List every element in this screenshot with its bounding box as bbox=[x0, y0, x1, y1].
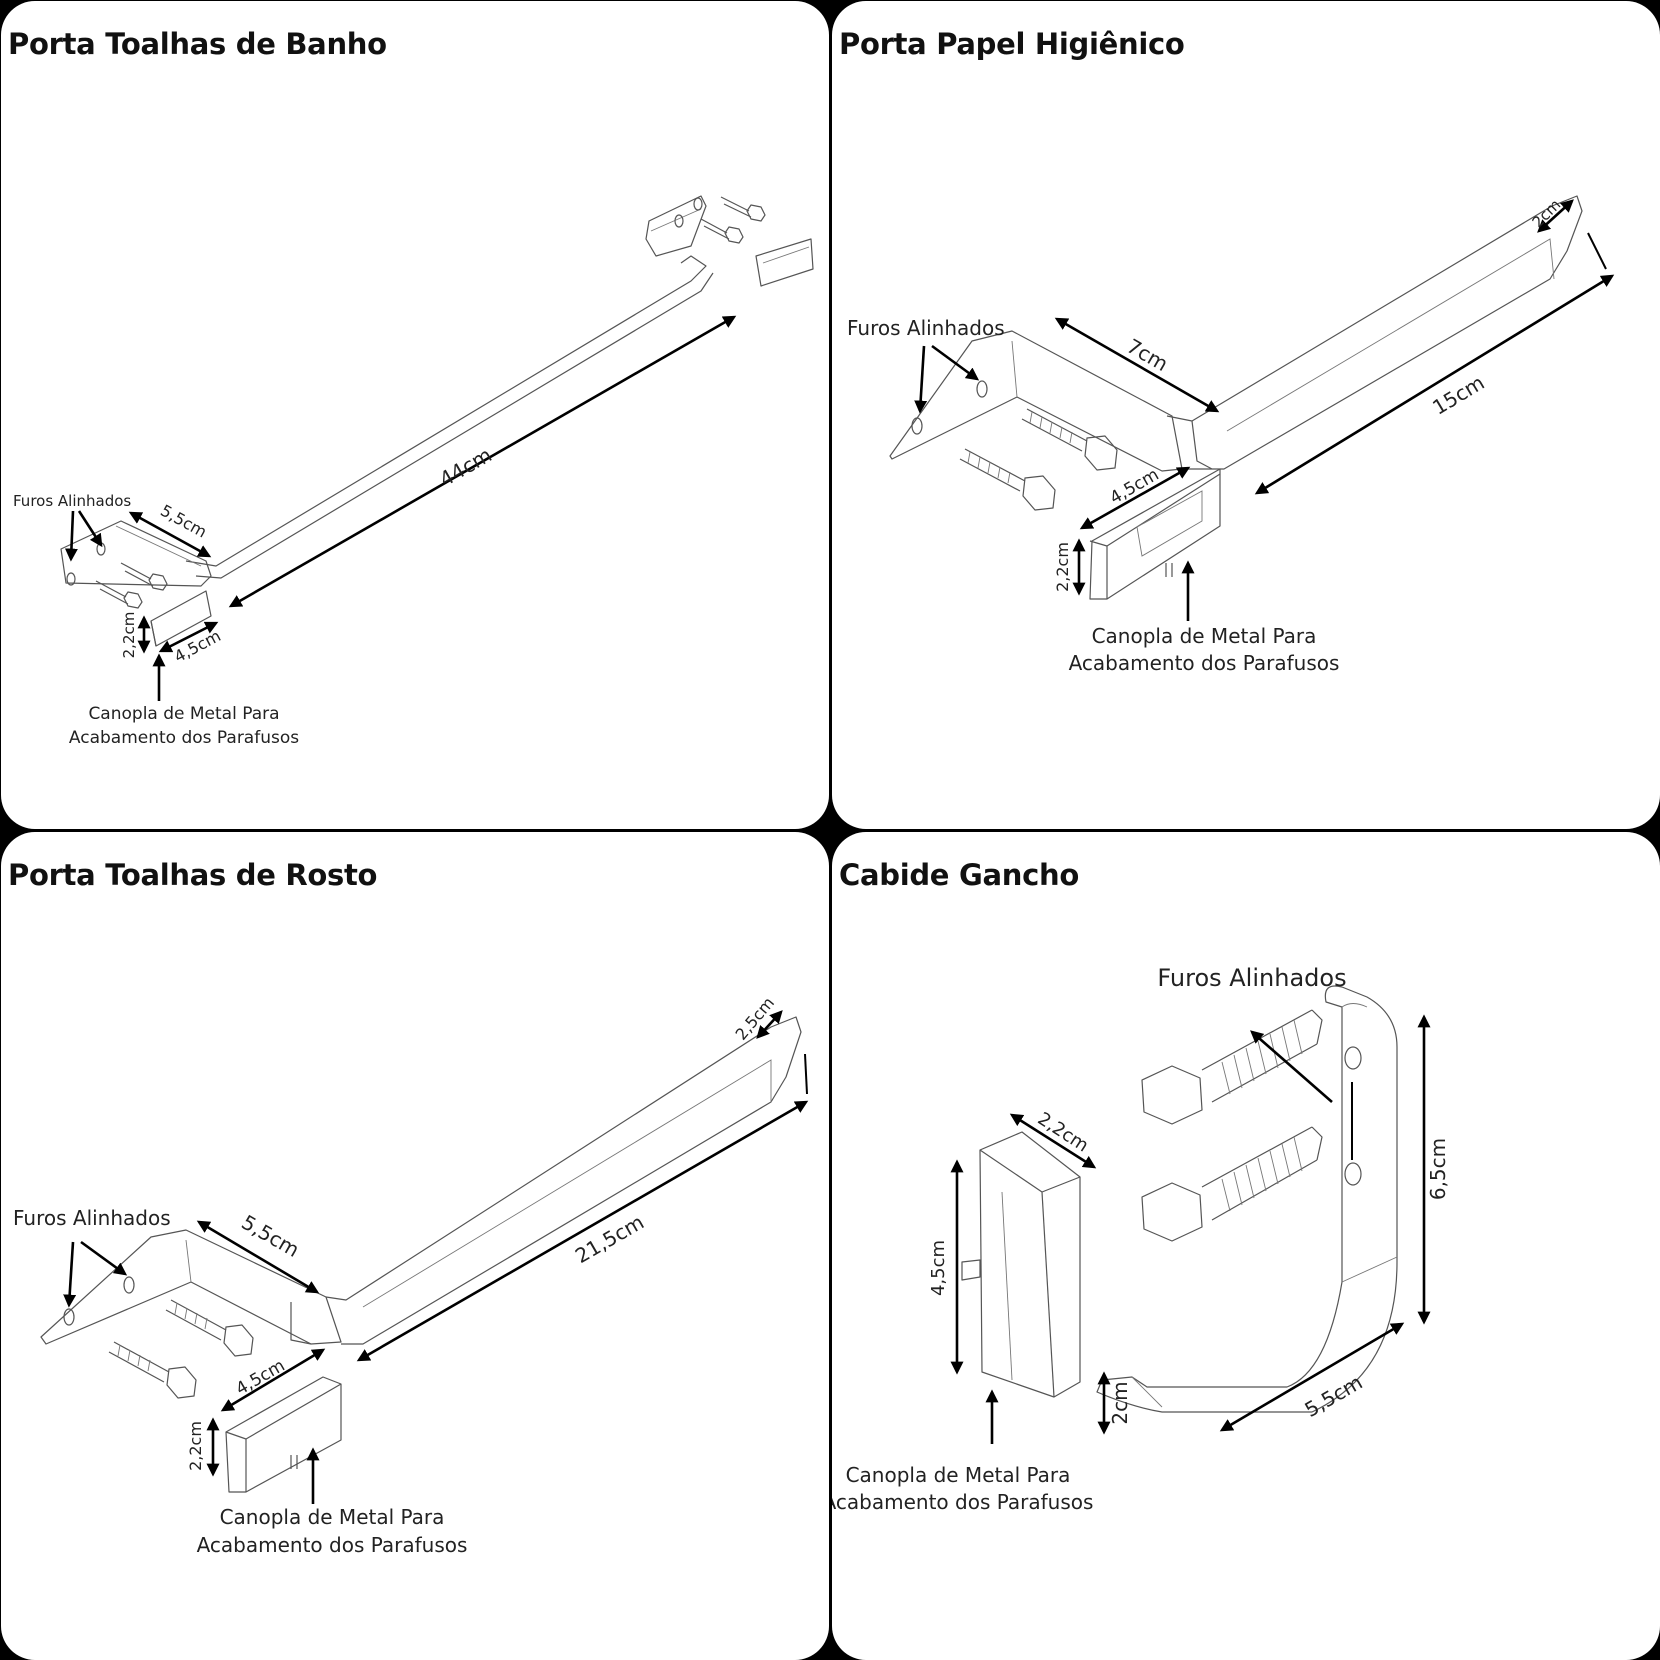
canopy-label-line1: Canopla de Metal Para bbox=[846, 1463, 1071, 1487]
tip-label: 2,5cm bbox=[731, 993, 778, 1043]
hook-height-label: 6,5cm bbox=[1426, 1138, 1450, 1200]
holes-pointer-arrow bbox=[1250, 1030, 1333, 1103]
canopy-label-line1: Canopla de Metal Para bbox=[88, 704, 279, 724]
canopy-label-line1: Canopla de Metal Para bbox=[1092, 624, 1317, 648]
bar-length-label: 44cm bbox=[435, 443, 495, 492]
arm-length-arrow bbox=[1254, 274, 1615, 495]
hook-diagram: 2,2cm 4,5cm 6,5cm 5,5cm 2cm Furos Alinha… bbox=[832, 964, 1450, 1514]
holes-label: Furos Alinhados bbox=[847, 316, 1005, 340]
holes-label: Furos Alinhados bbox=[13, 1206, 171, 1230]
canopy-height-label: 4,5cm bbox=[928, 1240, 949, 1296]
canopy-label-line1: Canopla de Metal Para bbox=[220, 1505, 445, 1529]
holes-pointer-arrow bbox=[64, 510, 78, 562]
canopy-label-line2: Acabamento dos Parafusos bbox=[832, 1490, 1093, 1514]
bracket-depth-label: 5,5cm bbox=[238, 1210, 304, 1262]
screw-icon bbox=[959, 408, 1118, 511]
panel-title: Porta Toalhas de Rosto bbox=[8, 858, 378, 892]
holes-pointer-arrow bbox=[931, 344, 980, 381]
tip-bar bbox=[804, 1053, 808, 1095]
canopy-depth-arrow bbox=[1009, 1113, 1097, 1169]
bracket-depth-arrow bbox=[196, 1220, 320, 1294]
canopy-width-arrow bbox=[1079, 466, 1191, 530]
arm-length-label: 21,5cm bbox=[571, 1210, 648, 1268]
panel-title: Porta Toalhas de Banho bbox=[8, 27, 387, 61]
canopy-label-line2: Acabamento dos Parafusos bbox=[1069, 651, 1340, 675]
toilet-paper-holder-diagram: 7cm 15cm 4,5cm 2,2cm 2cm Furos Alinhados… bbox=[847, 195, 1615, 675]
panel-porta-toalhas-banho: 44cm 5,5cm 4,5cm 2,2cm Furos Alinhados C… bbox=[1, 1, 829, 829]
bracket-depth-arrow bbox=[128, 511, 212, 558]
tip-arrow bbox=[1537, 199, 1574, 233]
tip-arrow bbox=[756, 1010, 783, 1039]
panel-porta-toalhas-rosto: 5,5cm 21,5cm 4,5cm 2,2cm 2,5cm Furos Ali… bbox=[1, 832, 829, 1660]
face-towel-holder-diagram: 5,5cm 21,5cm 4,5cm 2,2cm 2,5cm Furos Ali… bbox=[13, 993, 809, 1557]
panel-title: Porta Papel Higiênico bbox=[839, 27, 1185, 61]
arm-length-arrow bbox=[356, 1100, 809, 1362]
bracket-depth-label: 5,5cm bbox=[157, 501, 210, 542]
panel-title: Cabide Gancho bbox=[839, 858, 1079, 892]
screw-icon bbox=[95, 196, 766, 609]
canopy-width-arrow bbox=[158, 621, 219, 653]
canopy-label-line2: Acabamento dos Parafusos bbox=[69, 728, 299, 748]
canopy-width-arrow bbox=[220, 1348, 326, 1412]
canopy-depth-label: 2,2cm bbox=[1034, 1108, 1092, 1156]
panel-porta-papel-higienico: 7cm 15cm 4,5cm 2,2cm 2cm Furos Alinhados… bbox=[832, 1, 1660, 829]
towel-holder-drawing bbox=[40, 1016, 802, 1345]
holes-pointer-arrow bbox=[80, 1240, 128, 1276]
bracket-depth-arrow bbox=[1054, 317, 1220, 413]
canopy-width-label: 4,5cm bbox=[1107, 465, 1163, 509]
canopy-width-label: 4,5cm bbox=[233, 1356, 289, 1400]
panel-cabide-gancho: 2,2cm 4,5cm 6,5cm 5,5cm 2cm Furos Alinha… bbox=[832, 832, 1660, 1660]
holes-label: Furos Alinhados bbox=[1157, 964, 1346, 992]
canopy-icon bbox=[961, 1131, 1081, 1398]
holes-pointer-arrow bbox=[914, 345, 928, 414]
screw-icon bbox=[108, 1299, 254, 1399]
canopy-height-label: 2,2cm bbox=[120, 612, 138, 659]
hook-gap-label: 2cm bbox=[1108, 1381, 1132, 1424]
screw-icon bbox=[1141, 1009, 1323, 1242]
tip-bar bbox=[1587, 232, 1607, 270]
canopy-icon bbox=[150, 238, 814, 647]
bath-towel-bar-diagram: 44cm 5,5cm 4,5cm 2,2cm Furos Alinhados C… bbox=[13, 195, 814, 748]
canopy-height-label: 2,2cm bbox=[1053, 542, 1072, 592]
tip-label: 2cm bbox=[1529, 196, 1565, 232]
canopy-label-line2: Acabamento dos Parafusos bbox=[197, 1533, 468, 1557]
canopy-height-label: 2,2cm bbox=[186, 1421, 205, 1471]
arm-length-label: 15cm bbox=[1428, 370, 1488, 419]
holes-label: Furos Alinhados bbox=[13, 492, 131, 510]
holes-pointer-arrow bbox=[77, 510, 103, 548]
holes-pointer-arrow bbox=[63, 1241, 77, 1308]
bar-length-arrow bbox=[228, 315, 737, 608]
hook-depth-arrow bbox=[1219, 1322, 1405, 1432]
